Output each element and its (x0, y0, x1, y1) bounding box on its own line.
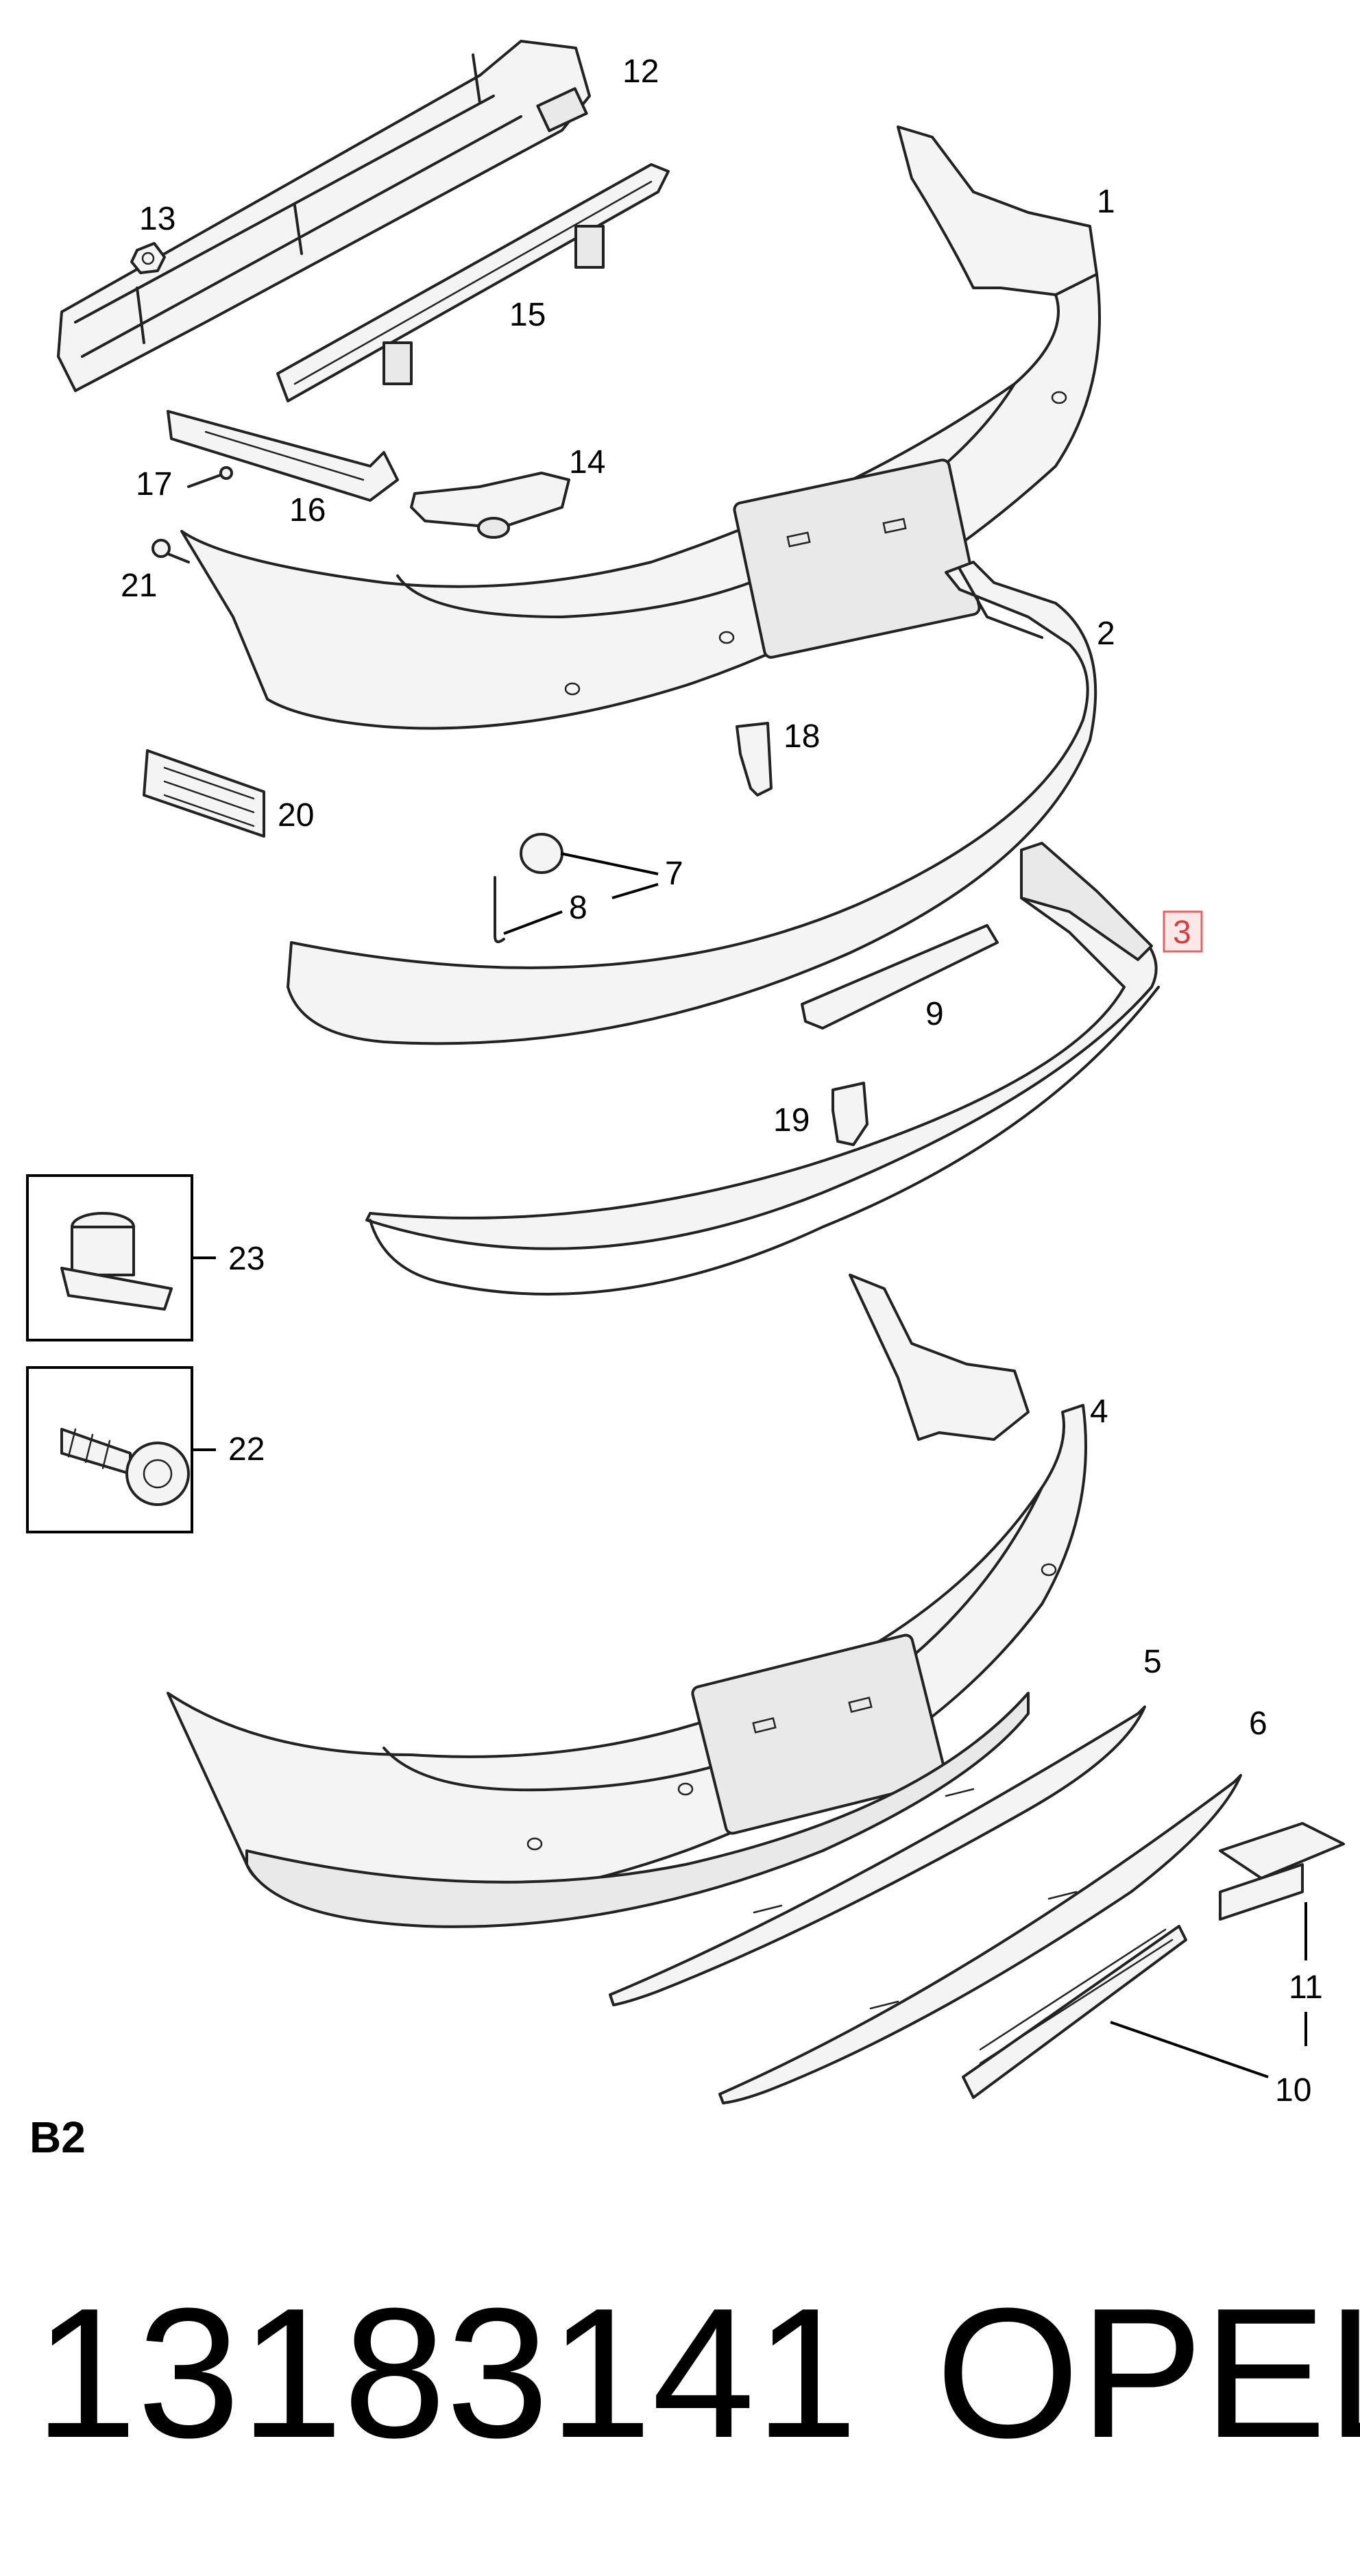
callout-18: 18 (784, 718, 820, 755)
callout-11: 11 (1289, 1969, 1323, 2006)
leader-lines (192, 852, 1307, 2078)
part-11-connector (1219, 1822, 1345, 1921)
callout-4: 4 (1090, 1394, 1108, 1430)
callout-3: 3 (1173, 914, 1191, 951)
part-number: 13183141 (34, 2270, 858, 2477)
part-6-trim-strip (718, 1774, 1242, 2104)
callout-23: 23 (228, 1241, 265, 1277)
callout-20: 20 (278, 797, 314, 834)
callout-3-highlight (1163, 910, 1203, 953)
part-9-deflector (801, 924, 999, 1030)
callout-13: 13 (139, 201, 175, 237)
part-4-bumper-assembly (167, 1274, 1087, 1928)
callout-19: 19 (773, 1102, 810, 1139)
callout-6: 6 (1249, 1705, 1267, 1742)
part-3-lower-trim-rail (365, 842, 1160, 1296)
part-16-bracket (167, 410, 399, 502)
brand-name: OPEL (936, 2270, 1360, 2477)
part-20-grille (143, 749, 265, 838)
part-7-cap (520, 833, 563, 874)
callout-22: 22 (228, 1431, 265, 1468)
part-13-nut (130, 242, 166, 274)
callout-12: 12 (622, 53, 659, 90)
part-21-screw (151, 539, 190, 563)
part-17-pin (187, 466, 233, 488)
callout-5: 5 (1143, 1644, 1162, 1680)
part-8-hook (494, 876, 505, 943)
detail-box-22 (26, 1366, 193, 1533)
callout-8: 8 (569, 890, 587, 926)
callout-1: 1 (1097, 184, 1115, 220)
callout-2: 2 (1097, 616, 1115, 652)
callout-7: 7 (665, 855, 683, 892)
detail-box-23 (26, 1174, 193, 1341)
part-2-lower-bumper-cover (287, 561, 1097, 1045)
part-1-bumper-fascia (180, 125, 1101, 730)
part-10-grille-insert (962, 1925, 1187, 2099)
callout-15: 15 (509, 297, 546, 333)
part-12-reinforcement-beam (57, 40, 591, 392)
callout-9: 9 (925, 996, 944, 1032)
callout-17: 17 (136, 466, 172, 502)
callout-14: 14 (569, 444, 605, 481)
part-19-bracket (831, 1082, 869, 1146)
section-label: B2 (29, 2113, 86, 2162)
callout-10: 10 (1275, 2072, 1311, 2109)
part-5-trim-strip (609, 1705, 1146, 2006)
part-15-absorber-strip (276, 163, 670, 402)
part-14-side-bracket (410, 472, 570, 539)
callout-21: 21 (121, 568, 157, 604)
callout-16: 16 (289, 492, 326, 528)
part-18-clip (736, 722, 773, 797)
